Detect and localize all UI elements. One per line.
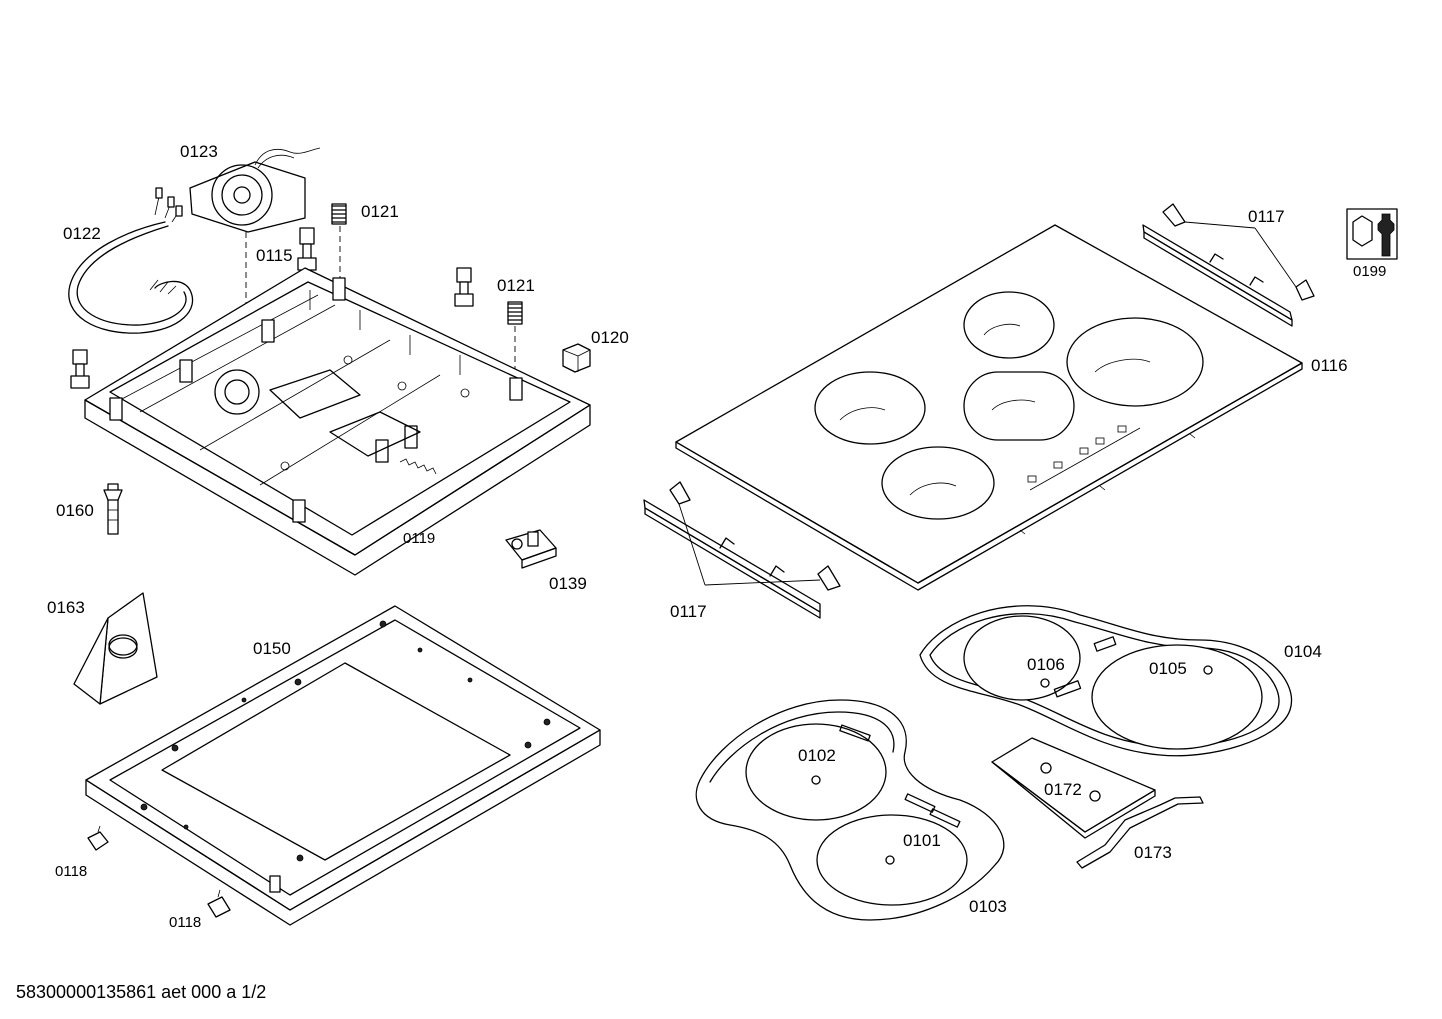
fan-unit <box>189 147 321 233</box>
shield-0172 <box>991 737 1156 839</box>
label-0118-a: 0118 <box>55 863 88 880</box>
label-0121-b: 0121 <box>497 276 535 295</box>
housing-tray <box>84 267 591 576</box>
document-id-footer: 58300000135861 aet 000 a 1/2 <box>16 982 267 1002</box>
label-0117-bottom: 0117 <box>670 602 707 621</box>
label-0120: 0120 <box>591 328 629 347</box>
cable-harness <box>68 187 194 334</box>
label-0105: 0105 <box>1149 659 1187 678</box>
label-0173: 0173 <box>1134 843 1172 862</box>
latch-0139 <box>505 529 557 569</box>
label-0122: 0122 <box>63 224 101 243</box>
label-0163: 0163 <box>47 598 85 617</box>
label-0160: 0160 <box>56 501 94 520</box>
label-0119: 0119 <box>403 530 436 547</box>
label-0199: 0199 <box>1353 263 1387 280</box>
frame-0150 <box>85 605 601 926</box>
label-0117-top: 0117 <box>1248 207 1285 226</box>
rail-0117-bottom <box>643 481 841 619</box>
label-0118-b: 0118 <box>169 914 202 931</box>
label-0106: 0106 <box>1027 655 1065 674</box>
spring-lower <box>507 301 523 325</box>
foot-0115 <box>297 227 317 271</box>
strip-0173 <box>1076 796 1204 869</box>
label-0115: 0115 <box>256 246 293 265</box>
spring-upper <box>331 203 347 225</box>
label-0103: 0103 <box>969 897 1007 916</box>
wrench-icon <box>1346 208 1398 260</box>
label-0172: 0172 <box>1044 780 1082 799</box>
label-0121-a: 0121 <box>361 202 399 221</box>
bracket-0120 <box>562 343 591 373</box>
label-0150: 0150 <box>253 639 291 658</box>
clip-0118-b <box>207 889 231 918</box>
coil-carrier-0104 <box>919 605 1293 757</box>
label-0102: 0102 <box>798 746 836 765</box>
label-0104: 0104 <box>1284 642 1322 661</box>
label-0101: 0101 <box>903 831 941 850</box>
coil-carrier-0103 <box>695 699 1005 921</box>
label-0116: 0116 <box>1311 356 1348 375</box>
packaging-0163 <box>73 592 158 705</box>
foot-left <box>70 349 90 389</box>
control-panel <box>1027 425 1141 491</box>
clip-0118-a <box>87 825 109 851</box>
clip-0160 <box>103 483 123 535</box>
glass-cooktop <box>675 224 1303 591</box>
foot-right <box>454 267 474 307</box>
label-0139: 0139 <box>549 574 587 593</box>
label-0123: 0123 <box>180 142 218 161</box>
